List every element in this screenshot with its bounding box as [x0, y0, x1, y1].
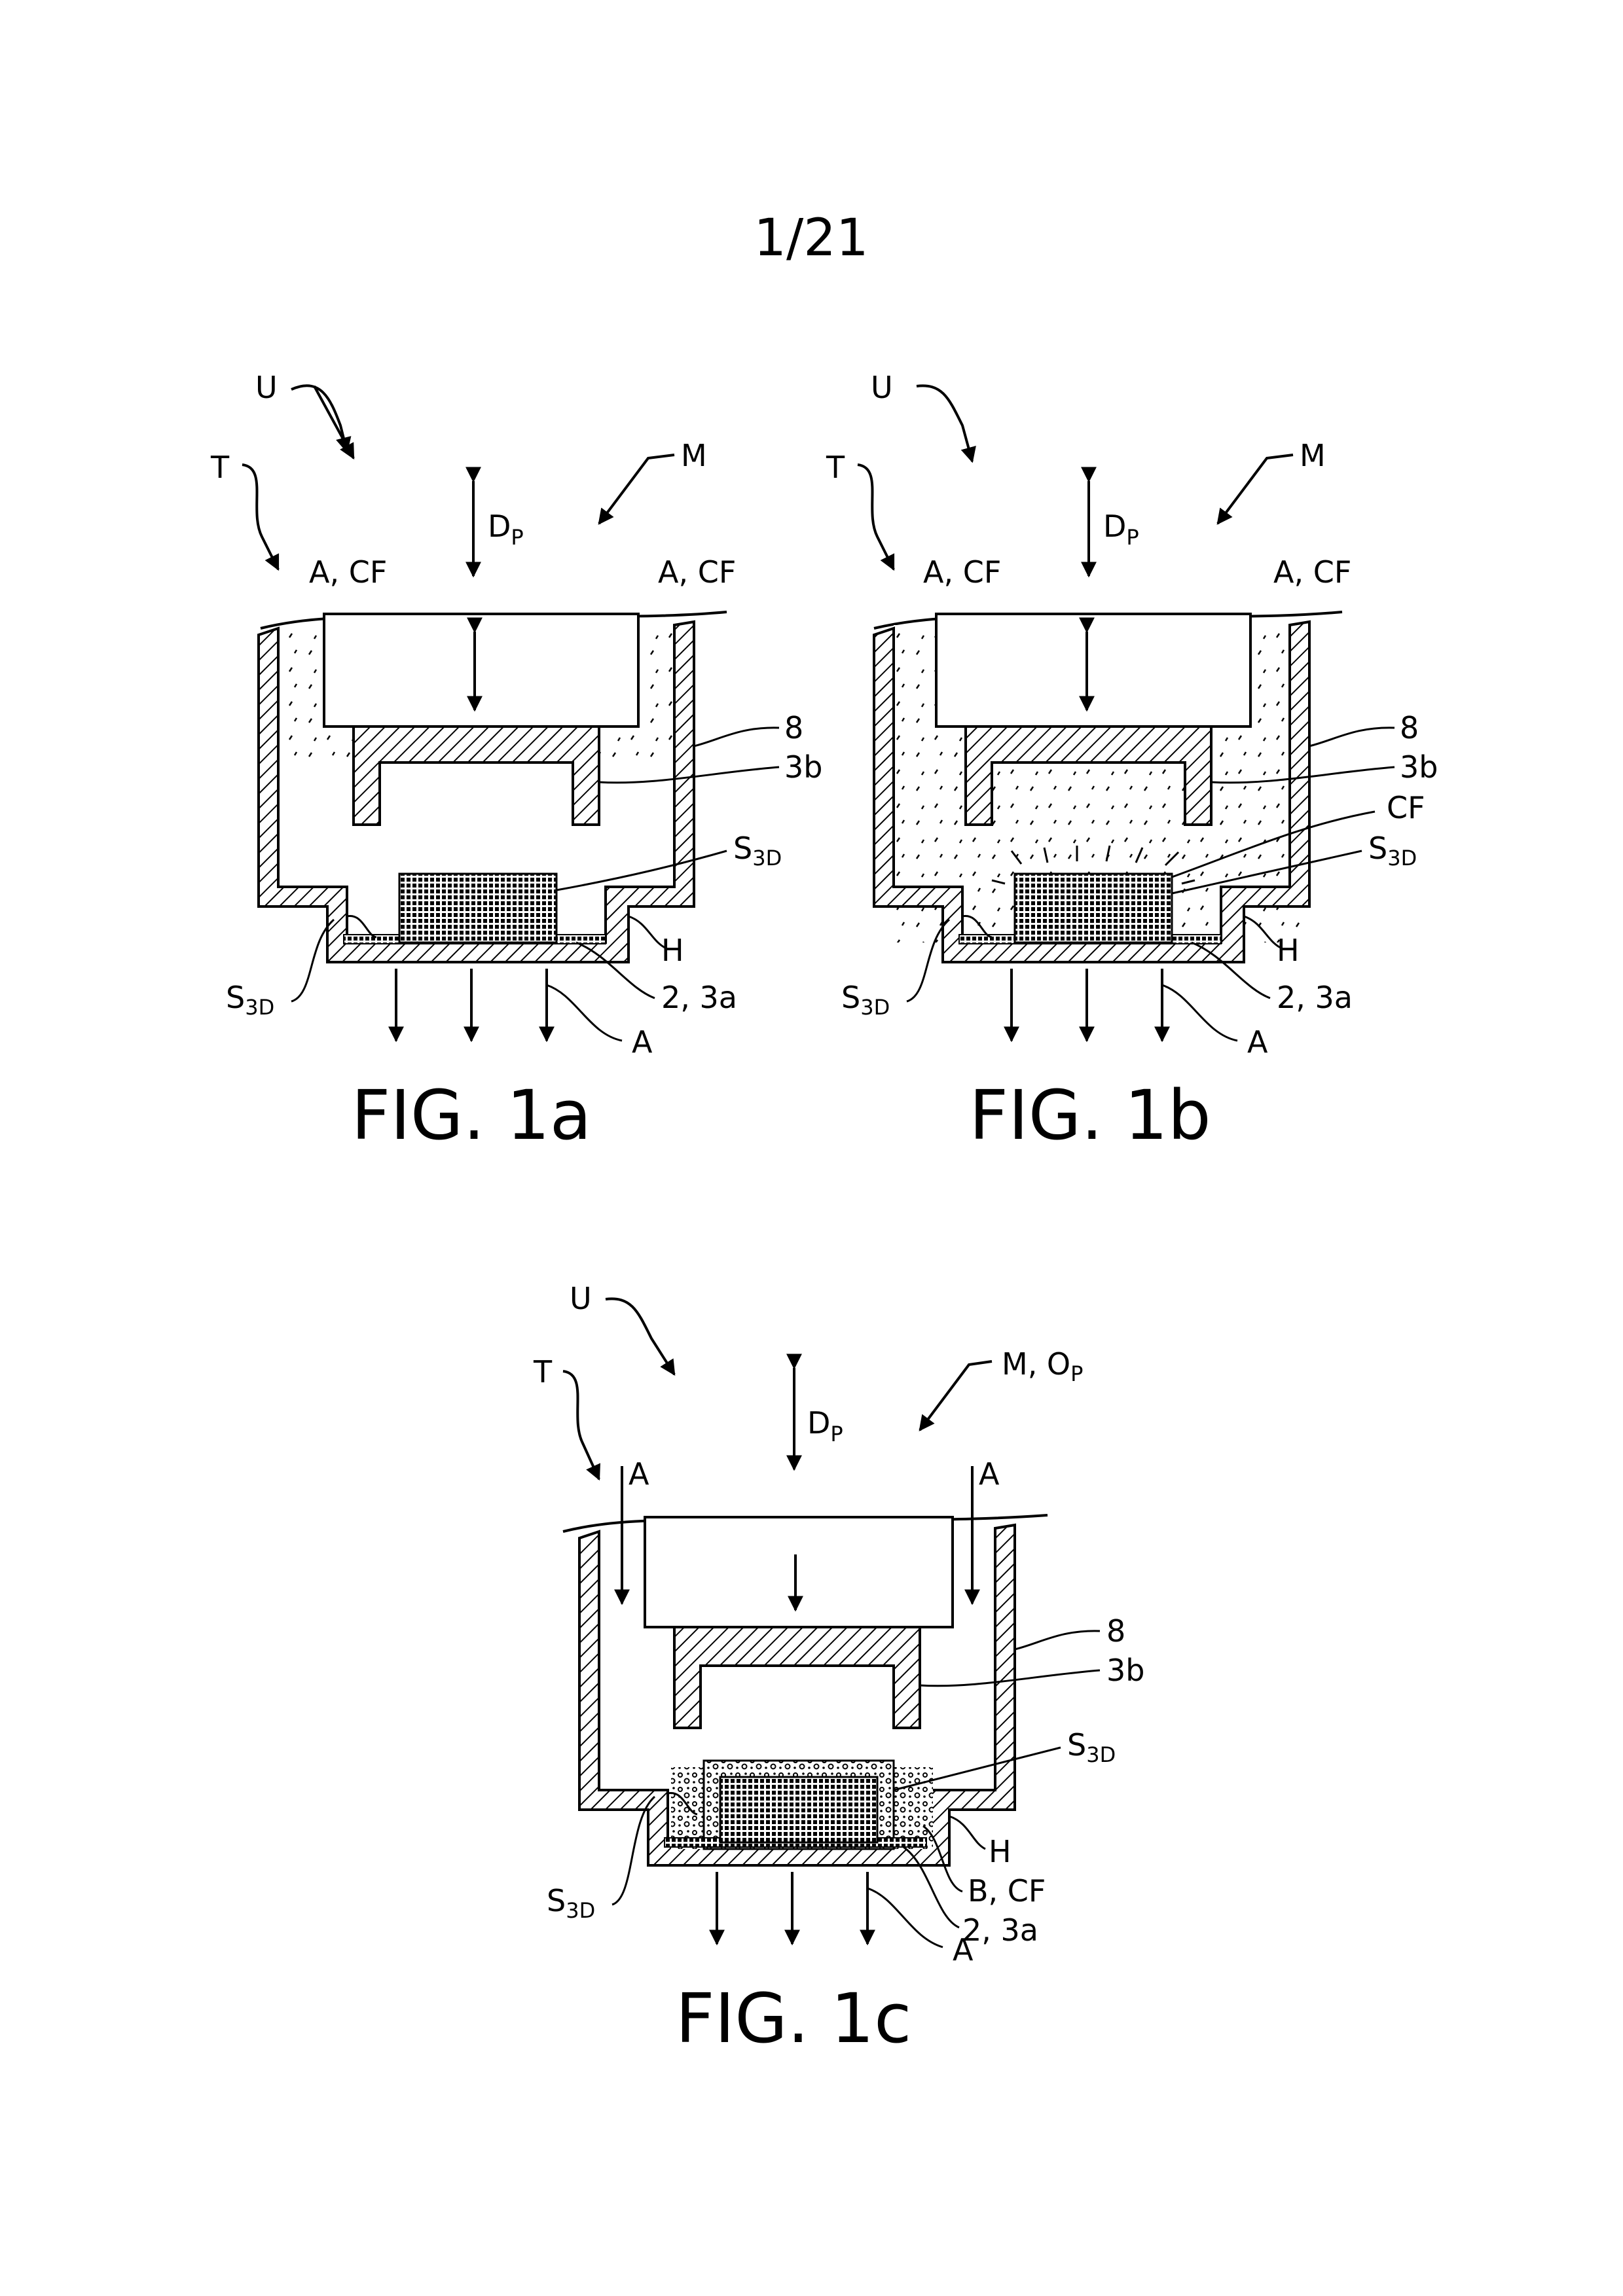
fig1b-flow-left-label: A, CF	[923, 554, 1001, 590]
fig1b-label-H: H	[1277, 933, 1300, 968]
fig1c-M-arrow	[920, 1361, 992, 1430]
fig1a-caption: FIG. 1a	[351, 1075, 591, 1155]
fig1a-label-H: H	[661, 933, 684, 968]
fig1c-leader-A-out	[867, 1888, 943, 1947]
fig1a-label-S3D-right-main: S	[733, 831, 752, 866]
fig1b-label-M: M	[1300, 438, 1326, 473]
fig1c-T-leader	[563, 1371, 599, 1479]
fig1c-label-S3D-left: S3D	[547, 1883, 595, 1923]
fig1a-label-U: U	[255, 370, 278, 405]
fig1b-T-leader	[858, 465, 894, 569]
fig1a-flow-left-label: A, CF	[309, 554, 387, 590]
fig1a-label-A-out: A	[632, 1024, 653, 1060]
fig1c-press-body	[645, 1517, 953, 1627]
fig1c-label-S3D-left-sub: 3D	[566, 1898, 595, 1923]
fig1c-label-D: DP	[807, 1405, 843, 1446]
fig1b-M-arrow	[1218, 455, 1293, 524]
fig1b-label-S3D-left: S3D	[841, 980, 890, 1020]
fig1c-label-D-sub: P	[830, 1422, 843, 1446]
fig1a-U-arrow	[314, 386, 354, 458]
fig1c-flow-right-label: A	[979, 1456, 1000, 1492]
fig1c-label-A-out: A	[953, 1932, 974, 1967]
fig1c-structure-S3D	[720, 1777, 877, 1842]
figure-1a: U T M DP A, CF A, CF	[210, 370, 822, 1155]
fig1a-M-arrow	[599, 455, 674, 524]
fig1a-plunger-3b	[354, 726, 599, 825]
fig1c-label-M-main: M, O	[1002, 1346, 1070, 1382]
fig1b-label-S3D-left-main: S	[841, 980, 860, 1015]
fig1a-structure-S3D	[399, 874, 556, 942]
fig1a-label-S3D-left-main: S	[226, 980, 245, 1015]
fig1c-label-8: 8	[1106, 1613, 1125, 1649]
fig1a-press-body	[324, 614, 638, 726]
fig1b-label-S3D-left-sub: 3D	[860, 995, 890, 1020]
fig1a-flow-right-label: A, CF	[658, 554, 736, 590]
fig1c-label-3b: 3b	[1106, 1653, 1144, 1688]
fig1a-label-S3D-left-sub: 3D	[245, 995, 274, 1020]
fig1b-label-S3D-right: S3D	[1368, 831, 1417, 870]
fig1b-label-A-out: A	[1247, 1024, 1268, 1060]
fig1a-label-8: 8	[784, 710, 803, 745]
fig1b-label-8: 8	[1400, 710, 1419, 745]
fig1a-label-3b: 3b	[784, 749, 822, 785]
fig1b-label-D-main: D	[1103, 509, 1126, 544]
fig1b-label-U: U	[871, 370, 893, 405]
fig1b-label-S3D-right-main: S	[1368, 831, 1387, 866]
fig1a-label-D-main: D	[488, 509, 511, 544]
fig1c-label-M-sub: P	[1070, 1361, 1083, 1386]
fig1a-label-S3D-right-sub: 3D	[752, 846, 782, 870]
fig1c-flow-left-label: A	[629, 1456, 649, 1492]
fig1a-leader-A-out	[547, 985, 622, 1041]
fig1c-label-H: H	[989, 1834, 1012, 1869]
fig1b-label-D: DP	[1103, 509, 1139, 550]
fig1a-label-T: T	[210, 450, 230, 485]
fig1c-plunger-3b	[674, 1627, 920, 1728]
fig1c-caption: FIG. 1c	[676, 1979, 912, 2058]
fig1b-label-T: T	[826, 450, 845, 485]
fig1c-leader-H	[949, 1816, 985, 1849]
fig1b-leader-A-out	[1162, 985, 1237, 1041]
fig1b-label-CF: CF	[1387, 790, 1425, 825]
fig1c-label-U: U	[570, 1281, 592, 1316]
fig1c-label-S3D-left-main: S	[547, 1883, 566, 1918]
fig1b-leader-8	[1309, 728, 1395, 746]
fig1c-leader-8	[1015, 1631, 1100, 1649]
fig1a-leader-8	[694, 728, 779, 746]
fig1a-label-S3D-right: S3D	[733, 831, 782, 870]
fig1a-label-D-sub: P	[511, 525, 523, 550]
fig1c-label-S3D-right-main: S	[1067, 1727, 1086, 1763]
figure-1c: U T M, OP DP A A 8 3b	[533, 1281, 1144, 2058]
fig1c-label-S3D-right: S3D	[1067, 1727, 1116, 1767]
fig1c-label-B-CF: B, CF	[968, 1873, 1046, 1909]
fig1b-label-S3D-right-sub: 3D	[1387, 846, 1417, 870]
fig1b-caption: FIG. 1b	[969, 1075, 1211, 1155]
fig1a-label-2-3a: 2, 3a	[661, 980, 737, 1015]
fig1c-label-2-3a: 2, 3a	[962, 1912, 1038, 1948]
fig1a-label-D: DP	[488, 509, 524, 550]
fig1a-T-leader	[242, 465, 278, 569]
fig1b-label-2-3a: 2, 3a	[1277, 980, 1353, 1015]
figure-1b: U T M DP A, CF A, CF	[826, 370, 1438, 1155]
fig1c-U-arrow	[606, 1299, 674, 1374]
fig1c-label-S3D-right-sub: 3D	[1086, 1742, 1116, 1767]
fig1a-label-M: M	[681, 438, 707, 473]
fig1a-label-S3D-left: S3D	[226, 980, 274, 1020]
fig1b-flow-right-label: A, CF	[1273, 554, 1351, 590]
fig1b-U-arrow	[917, 386, 972, 461]
fig1c-label-M: M, OP	[1002, 1346, 1083, 1386]
fig1b-label-D-sub: P	[1126, 525, 1139, 550]
fig1a-leader-S3D-right	[556, 851, 727, 890]
fig1b-structure-S3D	[1015, 874, 1172, 942]
fig1c-label-T: T	[533, 1354, 553, 1390]
fig1b-press-body	[936, 614, 1250, 726]
page-number: 1/21	[754, 209, 868, 268]
fig1c-label-D-main: D	[807, 1405, 830, 1441]
fig1b-label-3b: 3b	[1400, 749, 1438, 785]
